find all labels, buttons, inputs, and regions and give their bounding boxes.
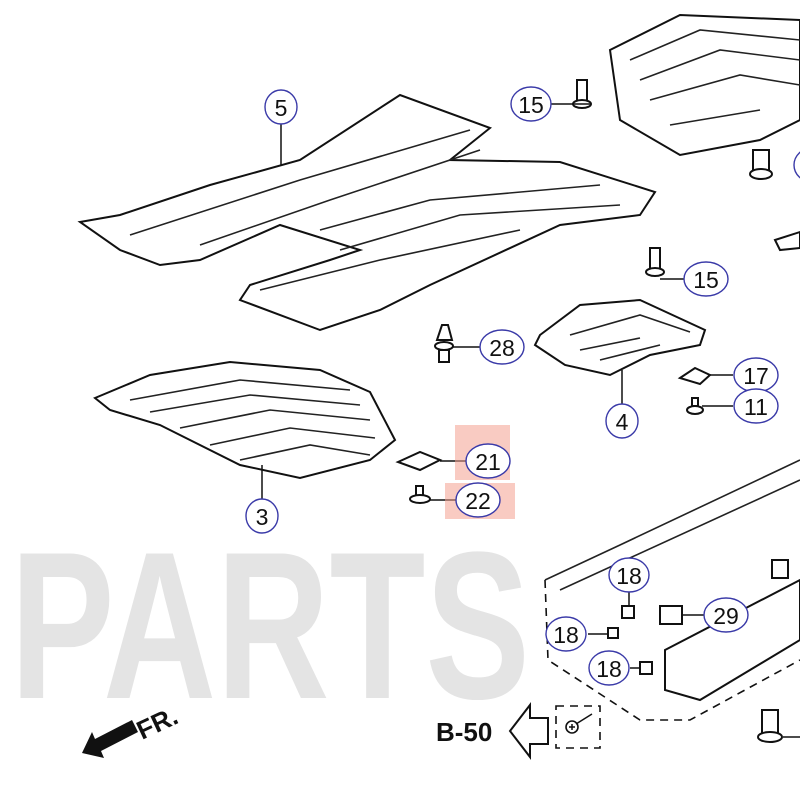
callout-22[interactable]: 22: [455, 482, 501, 518]
screw-box: [555, 705, 601, 749]
svg-text:22: 22: [465, 488, 491, 514]
callout-17[interactable]: 17: [733, 357, 779, 393]
svg-text:11: 11: [744, 394, 768, 420]
front-arrow-icon: [82, 720, 138, 758]
svg-text:18: 18: [616, 563, 642, 589]
callout-15-top[interactable]: 15: [510, 86, 552, 122]
svg-text:18: 18: [553, 622, 579, 648]
part-3-cover: [93, 360, 397, 480]
svg-text:5: 5: [275, 95, 288, 121]
callout-15-mid[interactable]: 15: [683, 261, 729, 297]
svg-text:4: 4: [616, 409, 629, 435]
svg-text:21: 21: [475, 449, 501, 475]
svg-text:17: 17: [743, 363, 769, 389]
callout-4[interactable]: 4: [605, 403, 639, 439]
callout-5[interactable]: 5: [264, 89, 298, 125]
callout-11[interactable]: 11: [733, 388, 779, 424]
callout-18-a[interactable]: 18: [608, 557, 650, 593]
part-5-undercover: [77, 93, 657, 332]
callout-3[interactable]: 3: [245, 498, 279, 534]
callout-28[interactable]: 28: [479, 329, 525, 365]
svg-text:29: 29: [713, 603, 739, 629]
screw-icon: [565, 713, 593, 734]
watermark: PARTS: [10, 508, 530, 743]
callout-29[interactable]: 29: [703, 597, 749, 633]
callout-21[interactable]: 21: [465, 443, 511, 479]
callout-18-b[interactable]: 18: [545, 616, 587, 652]
svg-text:3: 3: [256, 504, 269, 530]
svg-text:28: 28: [489, 335, 515, 361]
svg-text:15: 15: [693, 267, 719, 293]
part-upper-right-assembly: [608, 13, 800, 252]
svg-text:18: 18: [596, 656, 622, 682]
fasteners: [395, 79, 783, 743]
part-4-cover: [533, 298, 707, 377]
callout-partial: [793, 151, 800, 179]
side-sill-assembly: [544, 459, 800, 721]
reference-label[interactable]: B-50: [436, 717, 492, 747]
callout-18-c[interactable]: 18: [588, 650, 630, 686]
svg-text:15: 15: [518, 92, 544, 118]
reference-arrow-icon: [508, 702, 549, 760]
